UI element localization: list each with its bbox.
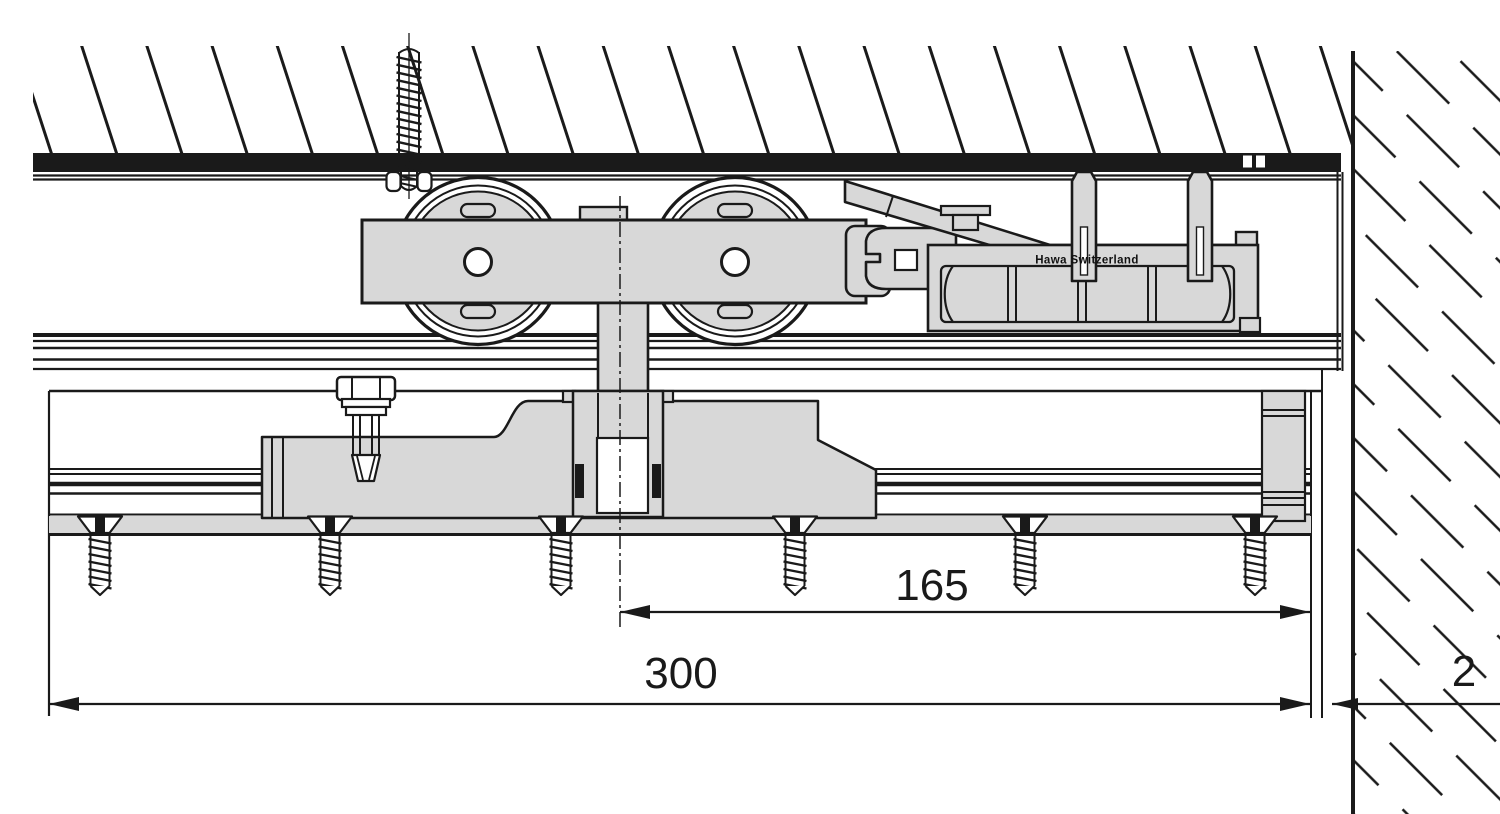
dimension-165: 165 — [620, 561, 1310, 619]
hanger-bolt-shaft — [596, 301, 650, 394]
axle-bolt — [720, 247, 750, 277]
dimension-label-2: 2 — [1452, 647, 1476, 696]
brand-text: Hawa Switzerland — [1035, 255, 1139, 267]
trolley-bar — [360, 218, 868, 305]
dimension-300: 300 — [49, 649, 1310, 711]
band-notch — [1256, 155, 1265, 168]
screw-clamp-foot — [385, 170, 402, 193]
suspension-bracket — [260, 399, 878, 520]
screw-clamp-foot — [416, 170, 433, 193]
bottom-channel — [49, 516, 1311, 536]
dimension-label-300: 300 — [644, 649, 717, 698]
arrowhead-left — [49, 697, 79, 711]
lever-adjustment-clip — [939, 204, 992, 217]
guide-pin — [1186, 170, 1214, 283]
wall-hatch — [1355, 51, 1500, 814]
arrowhead-left — [620, 605, 650, 619]
dimension-2: 2 — [1332, 647, 1500, 710]
arrowhead-right — [1280, 697, 1310, 711]
axle-bolt — [463, 247, 493, 277]
hex-adjustment-bolt — [335, 375, 397, 483]
band-notch — [1243, 155, 1252, 168]
dimension-label-165: 165 — [895, 561, 968, 610]
ceiling-fixing-screw — [385, 33, 433, 199]
mounting-band — [33, 153, 1341, 172]
end-spacer-block — [1260, 389, 1307, 523]
arrowhead-right — [1280, 605, 1310, 619]
top-track-profile — [33, 172, 1344, 371]
ceiling-hatch — [33, 46, 1352, 153]
hanger-housing — [561, 389, 675, 519]
arrowhead-left — [1332, 698, 1358, 710]
lever-adjustment-clip — [951, 213, 980, 232]
